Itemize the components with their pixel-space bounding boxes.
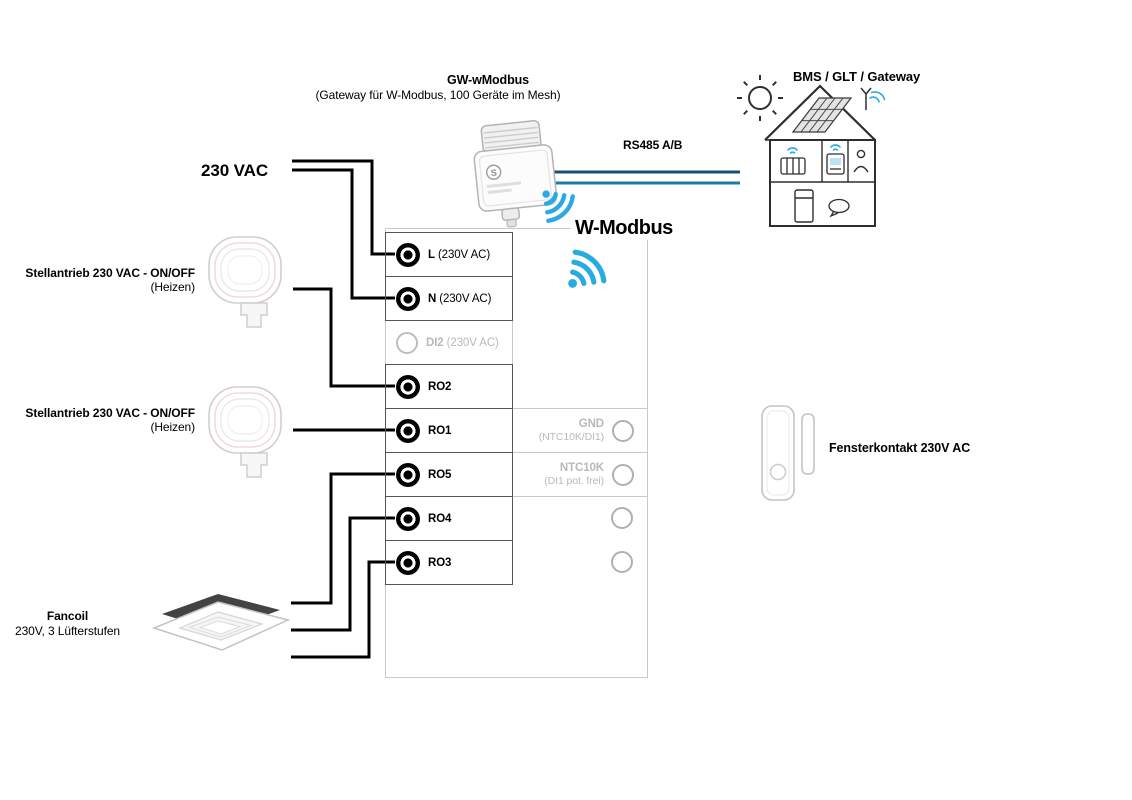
terminal-l-detail: (230V AC)	[437, 248, 491, 261]
gateway-logo-icon	[485, 164, 502, 180]
terminal-ntc10k-contact	[612, 463, 634, 486]
wire-actuator1-ro2	[293, 287, 395, 388]
wifi-icon-gateway	[542, 190, 575, 223]
bms-label: BMS / GLT / Gateway	[793, 69, 921, 84]
terminal-gnd-label: GND (NTC10K/DI1)	[539, 418, 604, 443]
actuator1-name: Stellantrieb 230 VAC - ON/OFF	[25, 266, 195, 280]
terminal-n-detail: (230V AC)	[439, 292, 492, 305]
actuator2-name: Stellantrieb 230 VAC - ON/OFF	[25, 406, 195, 420]
terminal-row-ro3: RO3	[385, 540, 513, 585]
terminal-ro2-label: RO2	[428, 381, 451, 393]
speech-bubble-icon	[828, 198, 850, 218]
terminal-row-ntc10k: NTC10K (DI1 pot. frei)	[512, 452, 648, 497]
terminal-ro3-label: RO3	[428, 557, 451, 569]
terminal-ro4-contact	[396, 506, 420, 531]
person-icon	[853, 149, 869, 173]
terminal-row-ro1: RO1	[385, 408, 513, 453]
power-label: 230 VAC	[201, 161, 269, 180]
terminal-di2-label: DI2(230V AC)	[426, 337, 499, 349]
terminal-n-label: N(230V AC)	[428, 293, 491, 305]
thermostat-icon	[826, 153, 845, 175]
terminal-row-di2: DI2(230V AC)	[385, 321, 513, 365]
terminal-row-gnd: GND (NTC10K/DI1)	[512, 408, 648, 453]
terminal-n-contact	[396, 286, 420, 311]
terminal-gnd-detail: (NTC10K/DI1)	[538, 431, 604, 444]
terminal-l-contact	[396, 242, 420, 267]
actuator1-device	[208, 236, 282, 328]
window-contact-label: Fensterkontakt 230V AC	[829, 441, 971, 455]
terminal-gnd-contact	[612, 419, 634, 442]
gateway-subtitle: (Gateway für W-Modbus, 100 Geräte im Mes…	[315, 88, 561, 102]
wire-230vac-l	[292, 159, 395, 256]
wifi-icon-antenna	[869, 91, 886, 103]
terminal-ro4-label: RO4	[428, 513, 451, 525]
wire-fancoil-ro3	[291, 560, 395, 659]
gateway-title: GW-wModbus	[446, 73, 530, 87]
terminal-l-label: L(230V AC)	[428, 249, 490, 261]
actuator1-valve-base	[240, 302, 268, 328]
antenna-icon	[860, 87, 872, 110]
actuator2-device	[208, 386, 282, 478]
terminal-gnd-designator: GND	[578, 417, 604, 430]
roof	[764, 84, 876, 141]
terminal-ro2-designator: RO2	[428, 380, 452, 393]
radiator-icon	[780, 157, 806, 175]
terminal-row-ro5: RO5	[385, 452, 513, 497]
terminal-di2-designator: DI2	[426, 336, 444, 349]
wifi-icon-wmodbus	[568, 249, 607, 288]
terminal-ro5-contact	[396, 462, 420, 487]
rs485-label: RS485 A/B	[623, 138, 683, 152]
actuator1-label: Stellantrieb 230 VAC - ON/OFF (Heizen)	[10, 266, 195, 295]
terminal-ro5-designator: RO5	[428, 468, 452, 481]
gateway-device: S	[473, 120, 558, 228]
terminal-di2-detail: (230V AC)	[446, 336, 499, 349]
terminal-row-n: N(230V AC)	[385, 276, 513, 321]
terminal-ro4-designator: RO4	[428, 512, 452, 525]
terminal-n-designator: N	[428, 292, 437, 305]
terminal-ro1-label: RO1	[428, 425, 451, 437]
boiler-icon	[794, 189, 814, 223]
terminal-row-ro4: RO4	[385, 496, 513, 541]
solar-panels-icon	[791, 97, 853, 133]
actuator2-valve-base	[240, 452, 268, 478]
wifi-icon-room-1	[787, 147, 798, 154]
gateway-cable-gland	[501, 207, 521, 221]
gateway-logo-letter: S	[490, 167, 497, 178]
window-contact-magnet	[801, 413, 815, 475]
fancoil-label: Fancoil 230V, 3 Lüfterstufen	[5, 609, 130, 639]
building-illustration	[737, 75, 886, 227]
terminal-ro1-contact	[396, 418, 420, 443]
window-contact-button	[769, 463, 787, 481]
wifi-icon-room-2	[830, 144, 841, 151]
actuator1-note: (Heizen)	[150, 280, 195, 295]
terminal-row-ro2: RO2	[385, 364, 513, 409]
terminal-ro3-contact	[396, 550, 420, 575]
terminal-ntc10k-label: NTC10K (DI1 pot. frei)	[544, 462, 604, 487]
terminal-di2-contact	[396, 331, 418, 354]
terminal-ro1-designator: RO1	[428, 424, 452, 437]
terminal-spare-contact-2	[611, 551, 633, 573]
terminal-spare-contact-1	[611, 507, 633, 529]
terminal-ntc10k-detail: (DI1 pot. frei)	[544, 475, 604, 488]
terminal-ro2-contact	[396, 374, 420, 399]
terminal-ro5-label: RO5	[428, 469, 451, 481]
actuator2-note: (Heizen)	[150, 420, 195, 435]
wire-fancoil-ro4	[291, 516, 395, 632]
fancoil-device	[151, 594, 291, 651]
sun-icon	[737, 75, 783, 121]
terminal-row-l: L(230V AC)	[385, 232, 513, 277]
fancoil-note: 230V, 3 Lüfterstufen	[15, 624, 120, 638]
actuator2-label: Stellantrieb 230 VAC - ON/OFF (Heizen)	[10, 406, 195, 435]
terminal-ro3-designator: RO3	[428, 556, 452, 569]
wmodbus-label: W-Modbus	[571, 217, 677, 240]
window-contact-device	[761, 405, 815, 501]
wire-230vac-n	[292, 168, 395, 300]
terminal-ntc10k-designator: NTC10K	[559, 461, 604, 474]
fancoil-name: Fancoil	[46, 609, 89, 623]
terminal-l-designator: L	[428, 248, 435, 261]
wire-fancoil-ro5	[291, 472, 395, 605]
